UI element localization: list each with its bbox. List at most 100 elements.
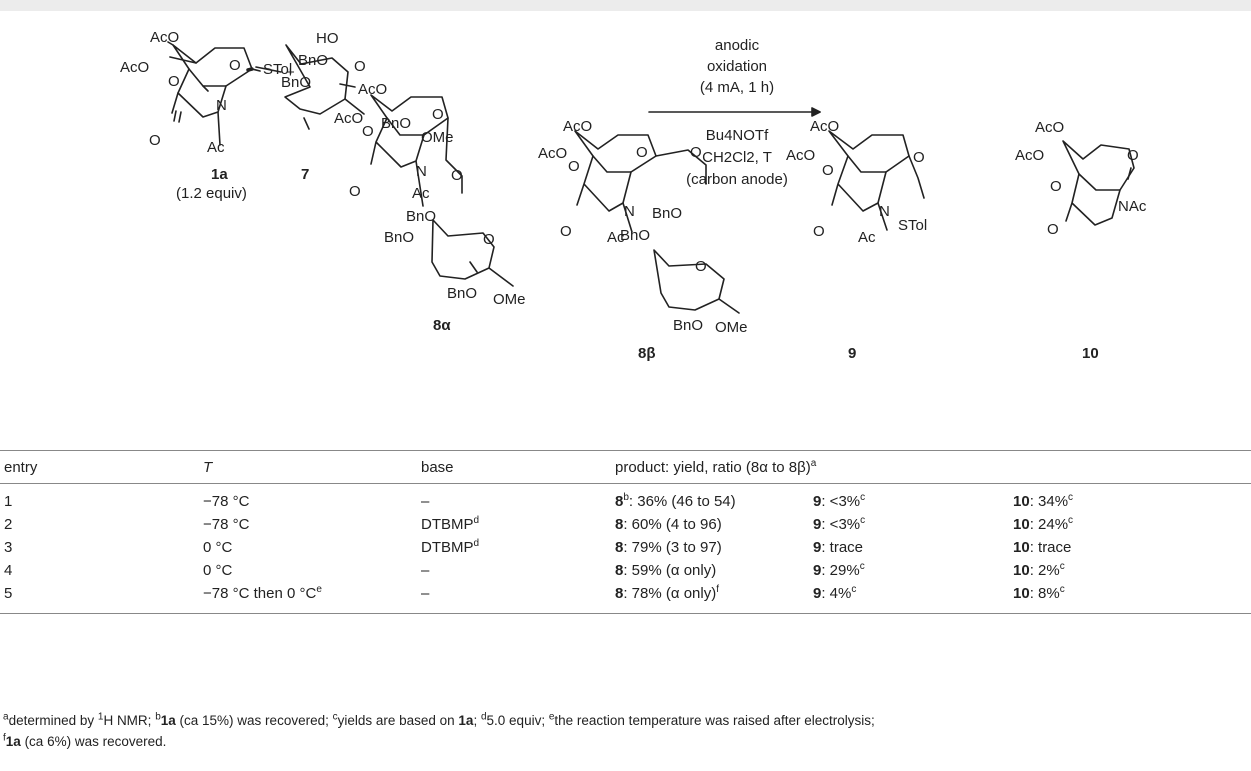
svg-text:Ac: Ac — [412, 185, 430, 202]
cell-product-8: 8: 60% (4 to 96) — [615, 516, 722, 533]
header-product: product: yield, ratio (8α to 8β)a — [611, 450, 1251, 484]
cell-entry: 5 — [0, 582, 199, 614]
header-temperature: T — [199, 450, 417, 484]
cell-base: DTBMPd — [421, 515, 480, 534]
cond-current: (4 mA, 1 h) — [700, 79, 774, 96]
cell-product-8: 8: 59% (α only) — [615, 562, 717, 579]
svg-text:BnO: BnO — [673, 317, 703, 334]
svg-text:N: N — [416, 163, 427, 180]
svg-text:AcO: AcO — [334, 110, 363, 127]
footnotes: adetermined by 1H NMR; b1a (ca 15%) was … — [3, 710, 1243, 752]
cell-temperature: 0 °C — [203, 539, 233, 556]
svg-text:BnO: BnO — [298, 52, 328, 69]
cell-product-9: 9: 29%c — [813, 561, 865, 580]
header-entry: entry — [0, 450, 199, 484]
cell-entry: 2 — [4, 516, 13, 533]
svg-text:O: O — [822, 162, 834, 179]
label-7: 7 — [301, 166, 309, 183]
svg-text:Ac: Ac — [207, 139, 225, 156]
cell-product-10: 10: 8%c — [1009, 582, 1251, 614]
cond-solvent: CH2Cl2, T — [702, 149, 772, 166]
plus-sign: + — [286, 64, 295, 81]
footnote-c: cyields are based on 1a; — [332, 711, 481, 728]
cell-product-10: 10: 34%c — [1013, 492, 1074, 511]
svg-text:O: O — [1047, 221, 1059, 238]
product-8b-structure — [574, 130, 740, 314]
cell-product-10: 10: 2%c — [1013, 561, 1065, 580]
svg-text:O: O — [1050, 178, 1062, 195]
svg-text:O: O — [149, 132, 161, 149]
cell-temperature: −78 °C — [203, 516, 250, 533]
svg-text:Ac: Ac — [858, 229, 876, 246]
svg-text:O: O — [813, 223, 825, 240]
label-9: 9 — [848, 345, 856, 362]
cell-product-9: 9: <3%c — [813, 515, 866, 534]
svg-text:OMe: OMe — [715, 319, 748, 336]
svg-text:AcO: AcO — [150, 29, 179, 46]
svg-text:OMe: OMe — [421, 129, 454, 146]
svg-text:BnO: BnO — [381, 115, 411, 132]
cell-entry: 1 — [4, 493, 13, 510]
cell-temperature: 0 °C — [203, 562, 233, 579]
svg-text:N: N — [624, 203, 635, 220]
footnote-b: b1a (ca 15%) was recovered; — [155, 711, 333, 728]
cell-temperature: −78 °C — [203, 493, 250, 510]
svg-text:O: O — [636, 144, 648, 161]
footnote-f: f1a (ca 6%) was recovered. — [3, 732, 167, 749]
cell-base: DTBMPd — [421, 538, 480, 557]
svg-text:STol: STol — [263, 61, 292, 78]
svg-text:BnO: BnO — [620, 227, 650, 244]
svg-text:BnO: BnO — [281, 74, 311, 91]
cond-anode: (carbon anode) — [686, 171, 788, 188]
svg-text:N: N — [216, 97, 227, 114]
label-8b: 8β — [638, 345, 656, 362]
svg-text:AcO: AcO — [358, 81, 387, 98]
svg-text:BnO: BnO — [447, 285, 477, 302]
cell-product-10: 10: trace — [1013, 539, 1072, 556]
reaction-scheme: AcO AcO O O STol N O Ac + HO BnO BnO O B… — [120, 29, 1147, 362]
cell-product-8: 8: 78% (α only)f — [611, 582, 809, 614]
svg-text:AcO: AcO — [786, 147, 815, 164]
svg-text:AcO: AcO — [810, 118, 839, 135]
product-10-structure — [1062, 140, 1135, 226]
svg-text:O: O — [1127, 147, 1139, 164]
svg-text:O: O — [354, 58, 366, 75]
product-8a-structure — [370, 94, 514, 287]
top-bar — [0, 0, 1251, 11]
cell-product-8: 8: 79% (3 to 97) — [615, 539, 722, 556]
svg-text:O: O — [690, 144, 702, 161]
cell-product-8: 8b: 36% (46 to 54) — [615, 492, 736, 511]
footnote-a: adetermined by 1H NMR; — [3, 711, 156, 728]
reactant-1a-structure — [167, 41, 261, 146]
label-8a: 8α — [433, 317, 451, 334]
cond-electrolyte: Bu4NOTf — [706, 127, 769, 144]
cell-entry: 4 — [4, 562, 13, 579]
svg-text:O: O — [483, 231, 495, 248]
footnote-d: d5.0 equiv; — [480, 711, 549, 728]
svg-text:BnO: BnO — [406, 208, 436, 225]
svg-text:O: O — [451, 167, 463, 184]
svg-text:AcO: AcO — [1015, 147, 1044, 164]
svg-text:STol: STol — [898, 217, 927, 234]
svg-text:O: O — [432, 106, 444, 123]
header-base: base — [417, 450, 611, 484]
svg-text:O: O — [362, 123, 374, 140]
label-10: 10 — [1082, 345, 1099, 362]
cell-product-9: 9: trace — [813, 539, 864, 556]
table-header-row: entry T base product: yield, ratio (8α t… — [0, 450, 1251, 484]
svg-text:Ac: Ac — [607, 229, 625, 246]
label-1a: 1a — [211, 166, 228, 183]
svg-text:N: N — [879, 203, 890, 220]
svg-text:HO: HO — [316, 30, 339, 47]
svg-text:AcO: AcO — [1035, 119, 1064, 136]
cond-oxidation: oxidation — [707, 58, 767, 75]
cond-anodic: anodic — [715, 37, 760, 54]
cell-product-9: 9: 4%c — [809, 582, 1009, 614]
svg-text:O: O — [349, 183, 361, 200]
svg-text:O: O — [229, 57, 241, 74]
svg-text:O: O — [695, 258, 707, 275]
